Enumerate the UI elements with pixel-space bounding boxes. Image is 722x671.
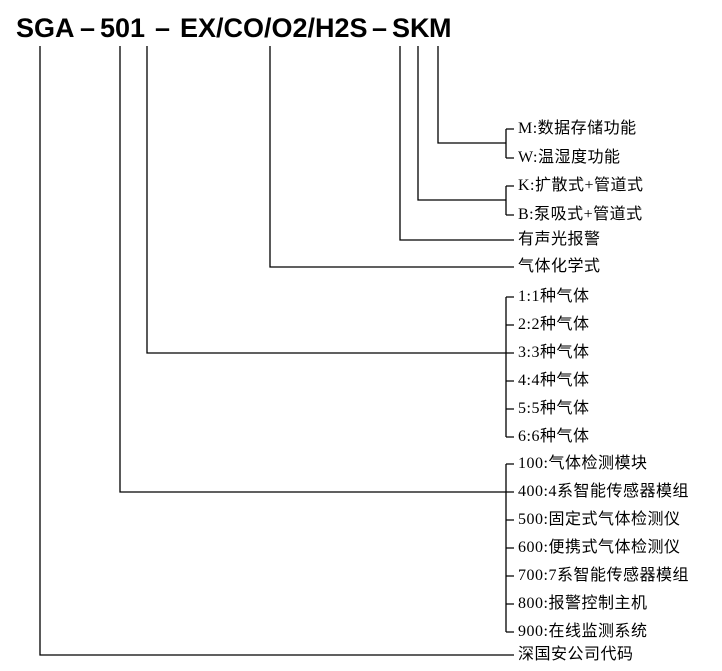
line-function: [437, 46, 506, 144]
code-gas-formula: EX/CO/O2/H2S: [180, 13, 368, 43]
code-sampling-letter: K: [410, 13, 430, 43]
bracket-gas-count: [505, 296, 514, 438]
bracket-function: [505, 128, 514, 159]
line-sampling: [417, 46, 506, 201]
legend-function-option: W:温湿度功能: [518, 149, 621, 166]
line-company: [39, 46, 514, 656]
bracket-sampling: [505, 185, 514, 216]
code-company: SGA: [16, 13, 75, 43]
legend-gas-count-option: 3:3种气体: [518, 344, 590, 361]
legend-sampling-option: B:泵吸式+管道式: [518, 206, 643, 223]
line-series: [119, 46, 506, 493]
legend-series-option: 100:气体检测模块: [518, 455, 648, 472]
legend-series-option: 900:在线监测系统: [518, 623, 648, 640]
code-function-letter: M: [429, 13, 452, 43]
legend-company-label: 深国安公司代码: [518, 646, 634, 663]
legend-gas-formula-label: 气体化学式: [518, 258, 601, 275]
code-dash-2: –: [155, 13, 171, 43]
legend-series-option: 500:固定式气体检测仪: [518, 511, 681, 528]
code-dash-1: –: [80, 13, 96, 43]
legend-series-option: 800:报警控制主机: [518, 595, 648, 612]
legend-gas-count-option: 2:2种气体: [518, 316, 590, 333]
legend-series-option: 600:便携式气体检测仪: [518, 539, 681, 556]
code-alarm-letter: S: [392, 13, 411, 43]
legend-gas-count-option: 5:5种气体: [518, 400, 590, 417]
code-series: 501: [100, 13, 146, 43]
legend-alarm-label: 有声光报警: [518, 231, 601, 248]
line-gas-count: [146, 46, 506, 354]
line-gas-formula: [269, 46, 514, 268]
code-dash-3: –: [372, 13, 388, 43]
legend-gas-count-option: 6:6种气体: [518, 428, 590, 445]
legend-series-option: 700:7系智能传感器模组: [518, 567, 689, 584]
legend-gas-count-option: 4:4种气体: [518, 372, 590, 389]
legend-sampling-option: K:扩散式+管道式: [518, 177, 644, 194]
bracket-series: [505, 463, 514, 633]
legend-series-option: 400:4系智能传感器模组: [518, 483, 689, 500]
legend-function-option: M:数据存储功能: [518, 120, 637, 137]
line-alarm: [399, 46, 514, 241]
legend-gas-count-option: 1:1种气体: [518, 288, 590, 305]
